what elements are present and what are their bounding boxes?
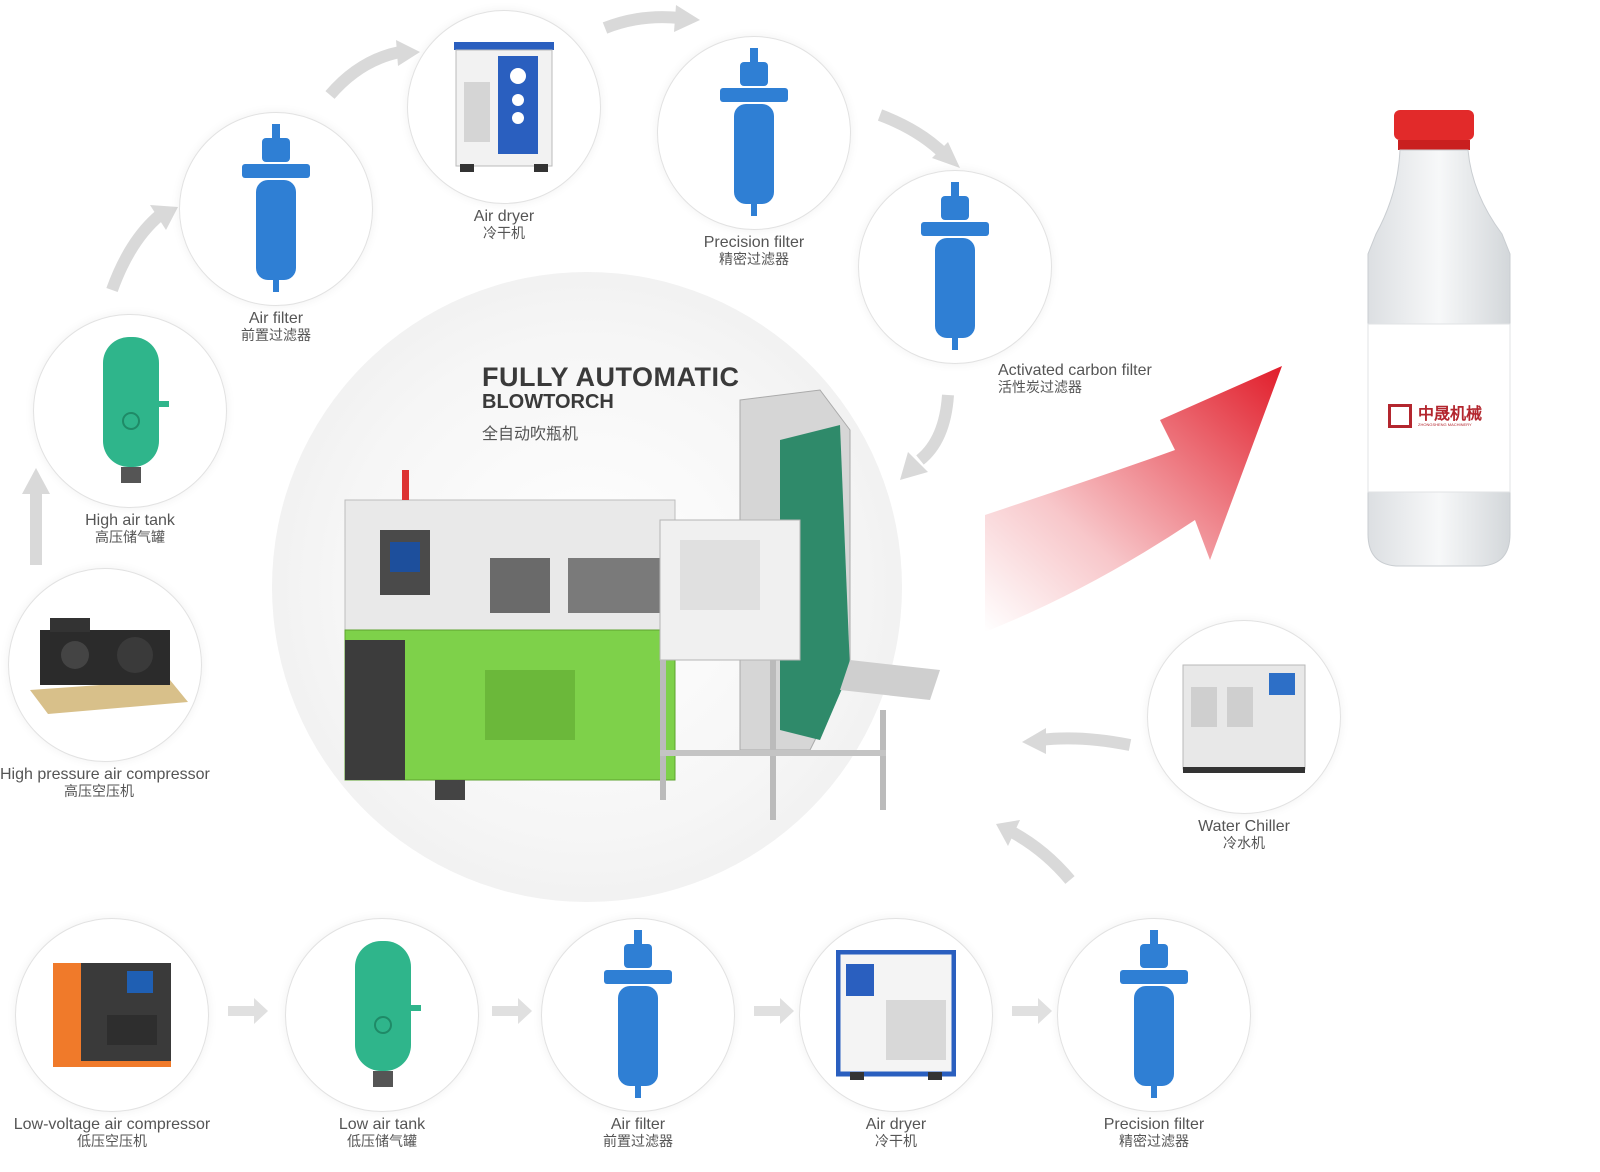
caption-zh: 前置过滤器 [241, 327, 311, 343]
caption-zh: 活性炭过滤器 [998, 379, 1082, 395]
caption-zh: 精密过滤器 [719, 251, 789, 267]
arrow-dryer-to-precision [602, 5, 700, 34]
caption-en: Precision filter [1103, 1116, 1205, 1133]
water-bottle: 中晟机械 ZHONGSHENG MACHINERY [1362, 104, 1522, 574]
blue-filter-icon [921, 182, 989, 350]
brand-zh: 中晟机械 [1418, 404, 1483, 423]
compressor-icon [30, 618, 188, 714]
bottle-icon [1367, 110, 1511, 567]
arrow-filter-to-dryer [325, 40, 420, 99]
title-block: FULLY AUTOMATIC BLOWTORCH 全自动吹瓶机 [482, 362, 740, 444]
caption-en: Air dryer [865, 1116, 927, 1133]
brand-mark-icon [1388, 404, 1412, 428]
node-air-dryer-bottom: Air dryer 冷干机 [796, 918, 996, 1150]
node-air-filter-bottom: Air filter 前置过滤器 [538, 918, 738, 1150]
caption-zh: 低压空压机 [77, 1133, 147, 1149]
brand-logo: 中晟机械 ZHONGSHENG MACHINERY [1388, 404, 1482, 428]
node-precision-filter-top: Precision filter 精密过滤器 [654, 36, 854, 268]
air-dryer-icon [836, 950, 956, 1080]
arrow-compressor-to-tank [22, 468, 50, 565]
green-tank-icon [103, 337, 169, 483]
red-output-arrow [985, 366, 1282, 632]
title-zh: 全自动吹瓶机 [482, 426, 579, 443]
arrow-chiller-to-machine [1022, 728, 1132, 754]
node-high-air-tank: High air tank 高压储气罐 [30, 314, 230, 546]
caption-en: Low-voltage air compressor [13, 1116, 211, 1133]
caption-en: Activated carbon filter [998, 362, 1152, 379]
blow-molding-machine-icon [344, 389, 940, 820]
caption-en: Precision filter [703, 234, 805, 251]
caption-en: Water Chiller [1198, 818, 1290, 835]
caption-zh: 高压储气罐 [95, 529, 165, 545]
arrow-precision-to-carbon [877, 109, 960, 168]
blue-filter-icon [242, 124, 310, 292]
arrow-bottom-4 [1012, 998, 1052, 1024]
node-air-dryer-top: Air dryer 冷干机 [404, 10, 604, 242]
caption-en: High pressure air compressor [0, 766, 210, 783]
node-activated-carbon-filter: Activated carbon filter 活性炭过滤器 [858, 170, 1152, 396]
caption-en: Air dryer [473, 208, 535, 225]
arrow-bottom-3 [754, 998, 794, 1024]
caption-zh: 前置过滤器 [603, 1133, 673, 1149]
green-tank-icon [355, 941, 421, 1087]
arrow-bottom-2 [492, 998, 532, 1024]
caption-zh: 低压储气罐 [347, 1133, 417, 1149]
title-line2: BLOWTORCH [482, 391, 614, 413]
chiller-icon [1182, 664, 1306, 773]
caption-en: Air filter [248, 310, 304, 327]
air-dryer-icon [454, 42, 554, 172]
blue-filter-icon [604, 930, 672, 1098]
caption-en: Air filter [610, 1116, 666, 1133]
blue-filter-icon [1120, 930, 1188, 1098]
arrow-tank-to-filter [106, 205, 178, 293]
caption-en: High air tank [85, 512, 175, 529]
node-high-pressure-compressor: High pressure air compressor 高压空压机 [0, 568, 234, 800]
node-precision-filter-bottom: Precision filter 精密过滤器 [1054, 918, 1254, 1150]
node-water-chiller: Water Chiller 冷水机 [1144, 620, 1344, 852]
node-low-voltage-compressor: Low-voltage air compressor 低压空压机 [2, 918, 222, 1150]
arrow-carbon-to-machine [900, 394, 954, 480]
caption-zh: 冷水机 [1223, 835, 1265, 851]
title-line1: FULLY AUTOMATIC [482, 362, 740, 392]
arrow-bottom-to-machine [996, 820, 1075, 884]
node-low-air-tank: Low air tank 低压储气罐 [282, 918, 482, 1150]
caption-zh: 精密过滤器 [1119, 1133, 1189, 1149]
node-air-filter-top: Air filter 前置过滤器 [176, 112, 376, 344]
caption-en: Low air tank [338, 1116, 426, 1133]
arrow-bottom-1 [228, 998, 268, 1024]
screw-compressor-icon [53, 963, 171, 1067]
caption-zh: 高压空压机 [64, 783, 134, 799]
caption-zh: 冷干机 [875, 1133, 917, 1149]
brand-en: ZHONGSHENG MACHINERY [1418, 422, 1472, 427]
blue-filter-icon [720, 48, 788, 216]
caption-zh: 冷干机 [483, 225, 525, 241]
